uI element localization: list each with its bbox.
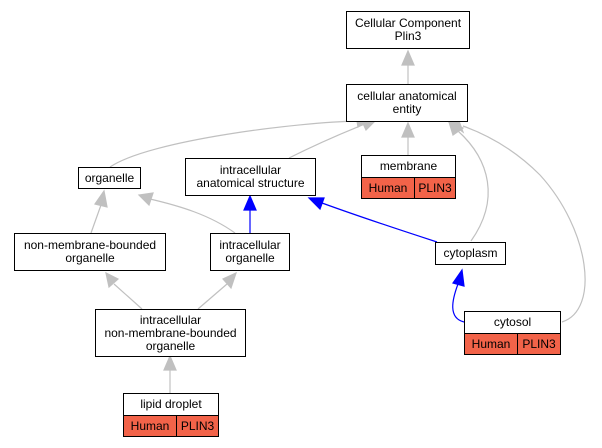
edges	[90, 49, 586, 393]
edge-inmbo-to-nmbo	[113, 283, 143, 310]
edge-ias-to-cae	[288, 123, 366, 159]
node-label-line: organelle	[145, 338, 196, 353]
node-organelle[interactable]: organelle	[78, 167, 141, 189]
edge-io-to-organelle	[149, 198, 236, 234]
node-cytosol[interactable]: cytosol Human PLIN3	[464, 311, 561, 355]
species-cell: Human	[362, 178, 415, 198]
node-label-line: cytoplasm	[443, 246, 498, 260]
node-label-line: non-membrane-bounded	[23, 238, 157, 252]
arrowhead	[137, 192, 154, 207]
node-label-line: intracellular	[139, 312, 202, 327]
node-cytoplasm[interactable]: cytoplasm	[435, 242, 506, 265]
gene-cell: PLIN3	[415, 178, 455, 198]
node-label-line: intracellular	[219, 163, 282, 177]
node-label-line: Cellular Component	[354, 16, 462, 30]
node-lipid-droplet[interactable]: lipid droplet Human PLIN3	[123, 393, 219, 437]
node-intracellular-organelle[interactable]: intracellular organelle	[210, 233, 290, 271]
node-label-line: organelle	[65, 251, 115, 265]
edge-cytosol-to-cae	[462, 125, 586, 323]
node-name: membrane	[362, 156, 455, 178]
node-intracellular-anatomical-structure[interactable]: intracellular anatomical structure	[185, 158, 316, 196]
node-name: lipid droplet	[124, 394, 218, 416]
annotation-row: Human PLIN3	[362, 178, 455, 198]
node-label-line: non-membrane-bounded	[104, 325, 237, 340]
arrowhead	[243, 194, 257, 211]
node-non-membrane-bounded-organelle[interactable]: non-membrane-bounded organelle	[14, 233, 166, 271]
arrowhead	[452, 268, 465, 287]
arrowhead	[222, 271, 238, 290]
edge-organelle-to-cae	[109, 120, 360, 168]
node-membrane[interactable]: membrane Human PLIN3	[361, 155, 456, 199]
node-label-line: cellular anatomical	[357, 89, 457, 103]
edge-cytoplasm-to-cae	[457, 130, 489, 242]
node-label-line: Plin3	[394, 29, 422, 43]
node-label-line: intracellular	[219, 238, 281, 252]
arrowhead	[401, 121, 415, 138]
edge-cytosol-to-cytoplasm	[452, 283, 465, 323]
arrowhead	[94, 189, 108, 208]
node-cellular-component-plin3[interactable]: Cellular Component Plin3	[346, 11, 470, 49]
species-cell: Human	[124, 416, 177, 436]
gene-cell: PLIN3	[518, 334, 560, 354]
node-label-line: organelle	[84, 170, 135, 185]
arrowhead	[105, 271, 120, 289]
arrowhead	[163, 354, 177, 371]
node-label-line: organelle	[225, 251, 275, 265]
node-label-line: anatomical structure	[196, 176, 305, 190]
edge-inmbo-to-io	[197, 283, 228, 310]
node-name: cytosol	[465, 312, 560, 334]
arrowhead	[307, 197, 325, 211]
species-cell: Human	[465, 334, 518, 354]
node-cellular-anatomical-entity[interactable]: cellular anatomical entity	[346, 84, 468, 122]
node-label-line: entity	[392, 102, 422, 116]
annotation-row: Human PLIN3	[124, 416, 218, 436]
edge-cytoplasm-to-ias	[321, 202, 438, 243]
node-intracellular-non-membrane-bounded-organelle[interactable]: intracellular non-membrane-bounded organ…	[95, 309, 246, 357]
arrowhead	[401, 49, 415, 66]
annotation-row: Human PLIN3	[465, 334, 560, 354]
edge-nmbo-to-organelle	[90, 204, 102, 234]
gene-cell: PLIN3	[177, 416, 218, 436]
